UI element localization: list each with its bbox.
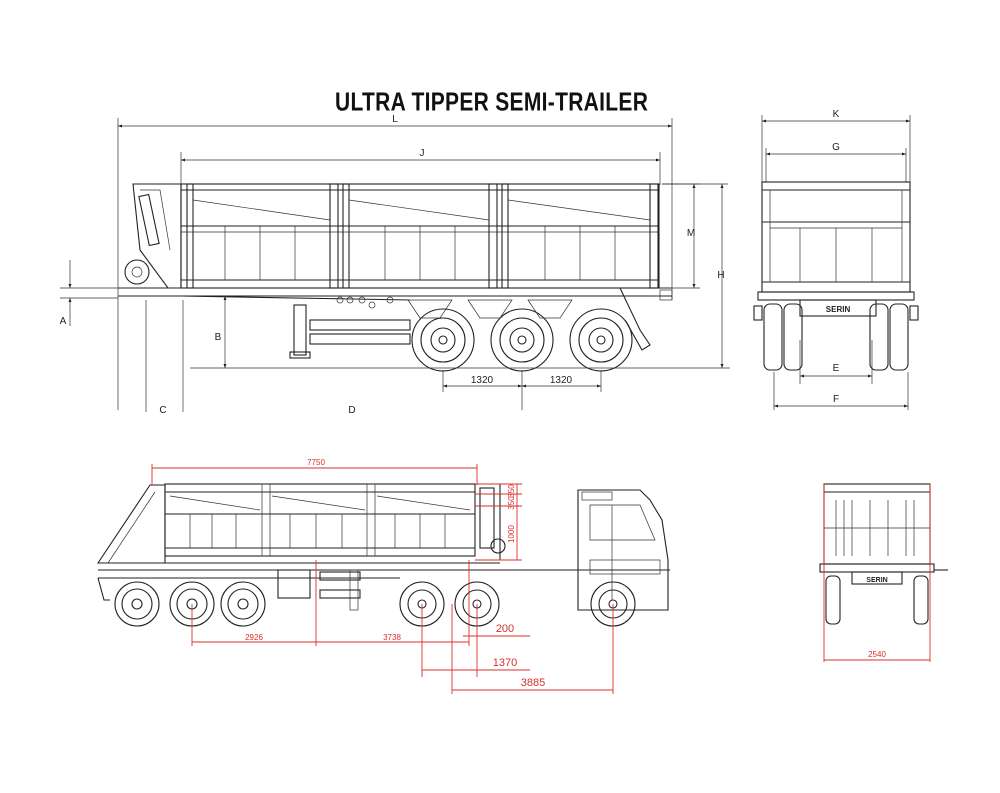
dim-350-a: 350 [507, 484, 516, 498]
dim-label-m: M [687, 228, 695, 239]
dim-1370: 1370 [493, 657, 517, 669]
brand-plate-top: SERIN [826, 305, 851, 314]
dim-label-b: B [215, 332, 222, 343]
dim-2926: 2926 [245, 633, 263, 642]
dim-1000: 1000 [507, 525, 516, 543]
dim-label-k: K [833, 109, 840, 120]
body-posts [186, 183, 659, 289]
red-dimensions: 7750 350 350 1000 2926 3738 200 1370 [151, 458, 614, 694]
top-side-view: L J [60, 114, 730, 416]
dim-350-b: 350 [507, 496, 516, 510]
dim-label-e: E [833, 363, 840, 374]
brand-plate-bottom: SERIN [866, 577, 887, 584]
dim-2540: 2540 [868, 650, 886, 659]
trailer-wheels [114, 581, 266, 627]
dim-label-f: F [833, 394, 839, 405]
bottom-rear-view: SERIN 2540 [819, 483, 948, 662]
top-wheels [411, 308, 633, 372]
dim-label-j: J [420, 148, 425, 159]
page-title: ULTRA TIPPER SEMI-TRAILER [335, 88, 649, 117]
truck-cab [577, 489, 669, 611]
top-rear-view: K G SERIN E F [753, 109, 919, 410]
dim-label-l: L [392, 114, 398, 125]
spare-wheel-icon [124, 259, 150, 285]
axle-spacing-2: 1320 [550, 375, 573, 386]
dim-label-h: H [717, 270, 724, 281]
dim-label-c: C [159, 405, 166, 416]
dim-7750: 7750 [307, 458, 325, 467]
axle-spacing-1: 1320 [471, 375, 494, 386]
truck-wheels [399, 581, 636, 627]
dim-label-a: A [60, 316, 67, 327]
dim-3885: 3885 [521, 677, 545, 689]
dim-label-d: D [348, 405, 355, 416]
dim-3738: 3738 [383, 633, 401, 642]
bottom-side-view: 7750 350 350 1000 2926 3738 200 1370 [96, 458, 670, 694]
dim-label-g: G [832, 142, 840, 153]
dim-200: 200 [496, 623, 514, 635]
